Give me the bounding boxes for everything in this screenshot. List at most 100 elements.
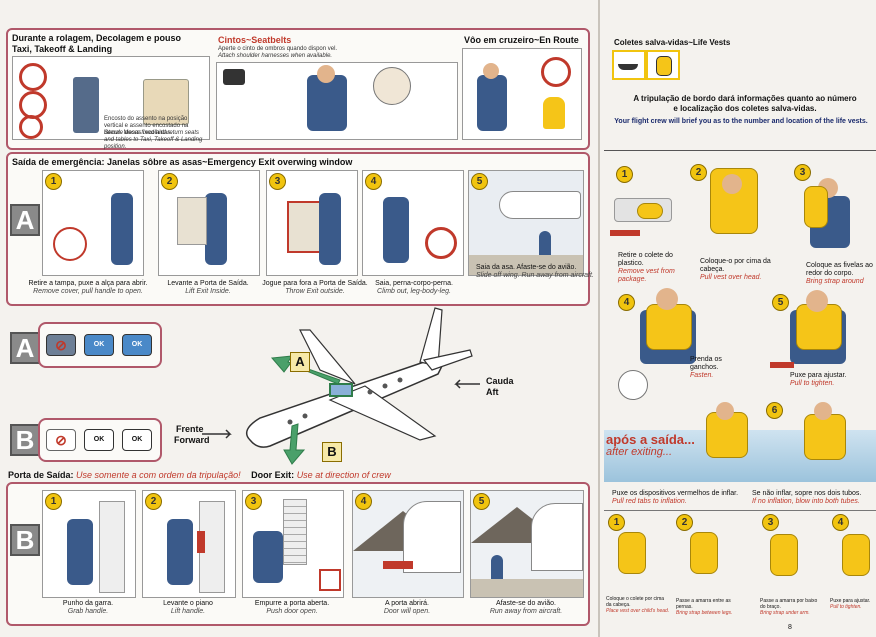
aft-label-en: Aft — [486, 387, 499, 397]
passenger-figure — [167, 519, 193, 585]
status-a-panel: ⊘ OK OK — [38, 322, 162, 368]
step-caption-pt: Saia, perna-corpo-perna. — [375, 280, 453, 287]
inflate-en: Pull red tabs to inflation. — [612, 498, 687, 505]
vest-step-1-caption: Retire o colete do plastico. Remove vest… — [618, 252, 682, 284]
lifevest-icon-boat — [612, 50, 646, 80]
wearer-head — [806, 290, 828, 312]
step-caption-pt: Coloque as fivelas ao redor do corpo. — [806, 262, 873, 277]
vest-step-4-number: 4 — [618, 294, 635, 311]
no-heels-icon — [425, 227, 457, 259]
vest-step-4-caption: Prenda os ganchos. Fasten. — [690, 356, 750, 380]
door-step-4-caption: A porta abrirá. Door will open. — [352, 600, 462, 616]
vest-step-5-caption: Puxe para ajustar. Pull to tighten. — [790, 372, 870, 388]
lavatory-icon — [543, 97, 565, 129]
door-step-1: 1 — [42, 490, 136, 598]
exit-panel-shape — [177, 197, 207, 245]
passenger-figure — [67, 519, 93, 585]
inflate-pt: Puxe os dispositivos vermelhos de inflar… — [612, 490, 739, 497]
aircraft-door — [531, 503, 583, 571]
aft-arrow — [454, 379, 480, 389]
door-title: Porta de Saída: Use somente a com ordem … — [8, 470, 391, 480]
top-panel: Durante a rolagem, Decolagem e pouso Tax… — [6, 28, 590, 150]
no-seat-icon: ⊘ — [46, 429, 76, 451]
brief-divider — [604, 150, 876, 151]
door-title-en: Door Exit: — [251, 470, 295, 480]
child-divider — [604, 510, 876, 511]
wearer-head — [722, 174, 742, 194]
step-caption-pt: Passe a amarra entre as pernas. — [676, 598, 731, 610]
door-step-4: 4 — [352, 490, 464, 598]
step-caption-en: Bring strap between legs. — [676, 610, 733, 616]
passenger-figure — [205, 193, 227, 265]
vest-figure — [646, 304, 692, 350]
vest-step-2-number: 2 — [690, 164, 707, 181]
handle-detail-icon — [319, 569, 341, 591]
vest-step-3-number: 3 — [794, 164, 811, 181]
door-panel: B 1 Punho da garra. Grab handle. 2 Levan… — [6, 482, 590, 626]
noinflate-caption: Se não inflar, sopre nos dois tubos. If … — [752, 490, 876, 506]
step-caption-pt: Afaste-se do avião. — [496, 600, 556, 607]
overwing-panel: Saída de emergência: Janelas sôbre as as… — [6, 152, 594, 306]
door-step-3: 3 — [242, 490, 344, 598]
seated-passenger — [307, 75, 347, 131]
step-caption-en: Pull to tighten. — [790, 380, 835, 387]
stairs-shape — [283, 499, 307, 565]
step-caption-pt: A porta abrirá. — [385, 600, 429, 607]
status-b-panel: ⊘ OK OK — [38, 418, 162, 462]
forward-arrow — [202, 429, 232, 439]
vest-step-2-caption: Coloque-o por cima da cabeça. Pull vest … — [700, 258, 780, 282]
aircraft-door — [403, 501, 461, 573]
swimmer-head-1 — [716, 402, 734, 420]
door-step-5: 5 — [470, 490, 584, 598]
ok-badge-2: OK — [122, 334, 152, 356]
overwing-step-4-caption: Saia, perna-corpo-perna. Climb out, leg-… — [364, 280, 464, 296]
ok-badge-1: OK — [84, 334, 114, 356]
step-caption-pt: Puxe para ajustar. — [790, 372, 847, 379]
vest-step-6-number: 6 — [766, 402, 783, 419]
seatbelt-title: Cintos~Seatbelts — [218, 35, 292, 45]
climbing-passenger — [383, 197, 409, 263]
child-step-4-number: 4 — [832, 514, 849, 531]
seat-figure — [143, 79, 189, 125]
step-number: 1 — [45, 493, 62, 510]
child-vest-figure — [690, 532, 718, 574]
overwing-step-3: 3 — [266, 170, 358, 276]
door-title-pt: Porta de Saída: — [8, 470, 74, 480]
diagram-label-a: A — [290, 352, 310, 372]
vest-step-1-number: 1 — [616, 166, 633, 183]
taxi-title: Durante a rolagem, Decolagem e pouso — [12, 33, 182, 43]
seatbelt-illustration — [216, 62, 458, 140]
vest-figure — [804, 186, 828, 228]
page-fold — [598, 0, 600, 637]
door-step-2-caption: Levante o piano Lift handle. — [142, 600, 234, 616]
diagram-label-b: B — [322, 442, 342, 462]
step-caption-pt: Jogue para fora a Porta de Saída. — [262, 280, 368, 287]
step-caption-pt: Coloque o colete por cima da cabeça. — [606, 596, 665, 608]
overwing-step-3-caption: Jogue para fora a Porta de Saída. Throw … — [260, 280, 370, 296]
step-caption-pt: Coloque-o por cima da cabeça. — [700, 258, 771, 273]
step-number: 2 — [145, 493, 162, 510]
overwing-step-1-caption: Retire a tampa, puxe a alça para abrir. … — [18, 280, 158, 296]
child-step-1-number: 1 — [608, 514, 625, 531]
lift-arrow-icon — [197, 531, 205, 553]
buckle-detail-circle — [618, 370, 648, 400]
step-caption-pt: Prenda os ganchos. — [690, 356, 722, 371]
status-a-label: A — [10, 332, 40, 364]
buckle-detail-circle — [373, 67, 411, 105]
overwing-step-5-caption: Saia da asa. Afaste-se do avião. Slide o… — [476, 264, 594, 280]
step-caption-en: Lift Exit Inside. — [185, 288, 231, 295]
brief-en: Your flight crew will brief you as to th… — [614, 118, 868, 125]
page-number: 8 — [788, 624, 792, 631]
seatbelt-sign-icon — [223, 69, 245, 85]
noinflate-en: If no inflation, blow into both tubes. — [752, 498, 860, 505]
status-b-label: B — [10, 424, 40, 456]
inflate-caption: Puxe os dispositivos vermelhos de inflar… — [612, 490, 742, 506]
vest-step-5-number: 5 — [772, 294, 789, 311]
door-title-pt-note: Use somente a com ordem da tripulação! — [76, 470, 241, 480]
lifevest-icon-vest-shape — [656, 56, 672, 76]
child-step-4-caption: Puxe para ajustar. Pull to tighten. — [830, 598, 876, 610]
step-caption-en: Door will open. — [383, 608, 431, 615]
step-number: 2 — [161, 173, 178, 190]
step-number: 1 — [45, 173, 62, 190]
door-shape — [99, 501, 125, 593]
